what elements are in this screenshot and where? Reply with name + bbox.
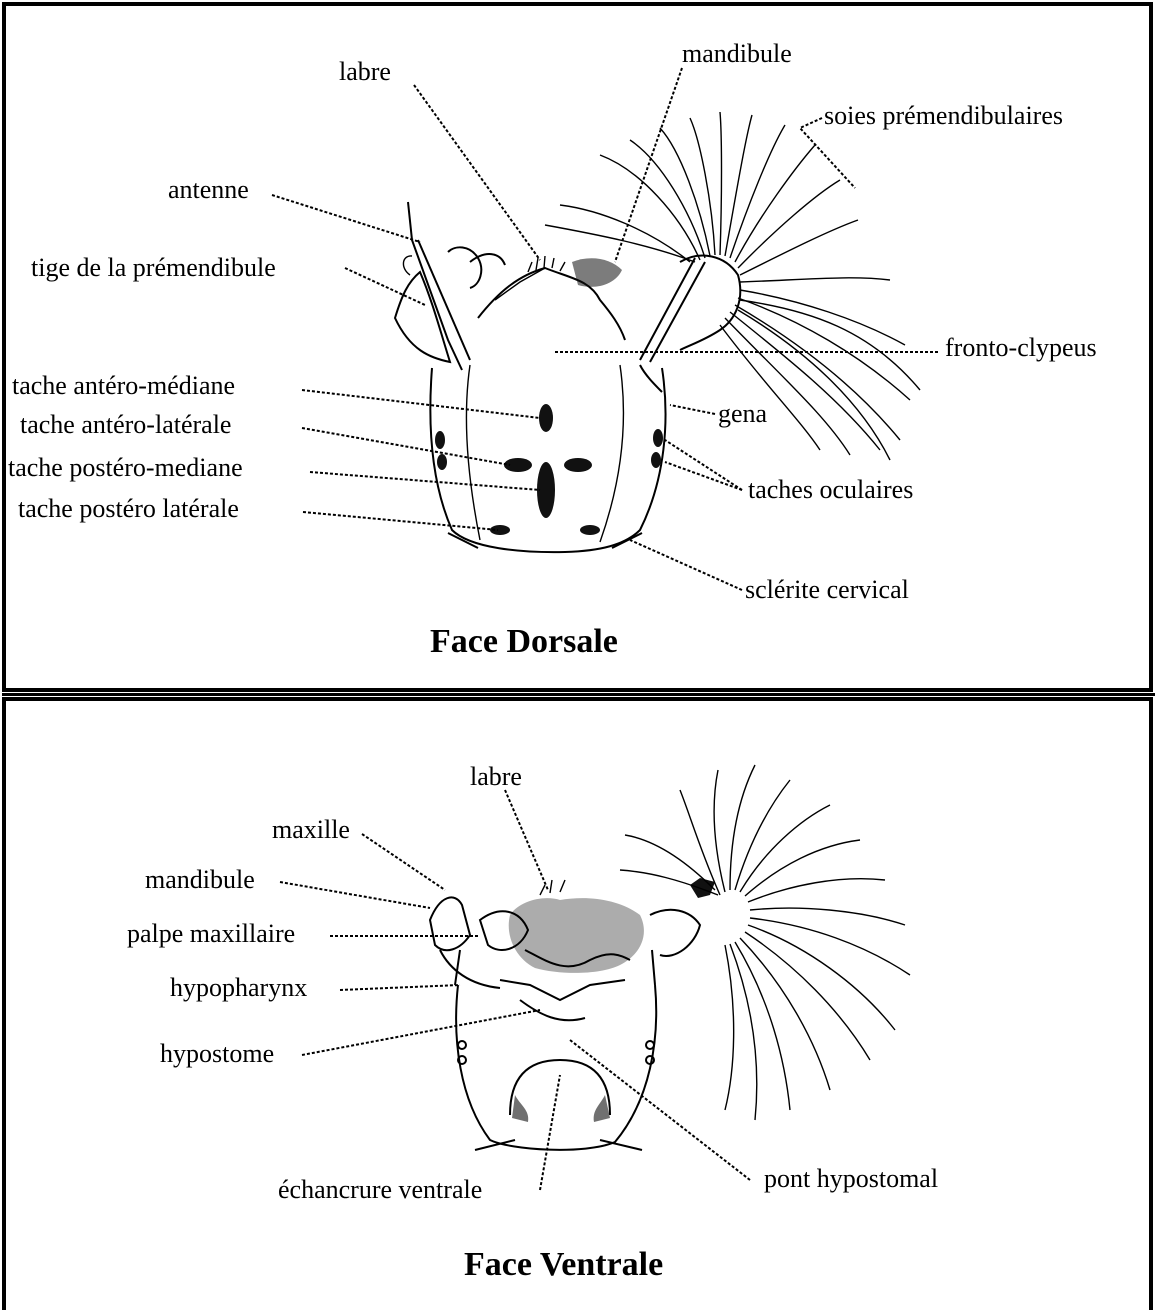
label-labre-ventral: labre <box>470 762 522 791</box>
ventral-title: Face Ventrale <box>464 1246 663 1283</box>
dorsal-title: Face Dorsale <box>430 623 618 660</box>
label-palpe-maxillaire: palpe maxillaire <box>127 919 295 948</box>
ventral-head-drawing <box>430 765 910 1150</box>
label-pont-hypostomal: pont hypostomal <box>764 1164 938 1193</box>
label-echancrure-ventrale: échancrure ventrale <box>278 1175 482 1204</box>
label-gena: gena <box>718 399 768 428</box>
label-tache-antero-laterale: tache antéro-latérale <box>20 410 231 439</box>
ventral-labels: labre maxille mandibule palpe maxillaire… <box>127 762 938 1283</box>
label-tache-antero-mediane: tache antéro-médiane <box>12 371 235 400</box>
label-hypostome: hypostome <box>160 1039 274 1068</box>
label-tache-postero-laterale: tache postéro latérale <box>18 494 239 523</box>
dorsal-labels: labre mandibule soies prémendibulaires a… <box>8 39 1097 660</box>
label-mandibule-dorsal: mandibule <box>682 39 792 68</box>
label-fronto-clypeus: fronto-clypeus <box>945 333 1097 362</box>
label-soies-premandibulaires: soies prémendibulaires <box>824 101 1063 130</box>
label-hypopharynx: hypopharynx <box>170 973 307 1002</box>
label-mandibule-ventral: mandibule <box>145 865 255 894</box>
label-taches-oculaires: taches oculaires <box>748 475 913 504</box>
label-labre-dorsal: labre <box>339 57 391 86</box>
label-sclerite-cervical: sclérite cervical <box>745 575 909 604</box>
dorsal-leader-lines <box>272 68 940 590</box>
ventral-leader-lines <box>280 790 750 1190</box>
label-tache-postero-mediane: tache postéro-mediane <box>8 453 243 482</box>
label-maxille: maxille <box>272 815 350 844</box>
label-tige-premandibule: tige de la prémendibule <box>31 253 276 282</box>
label-antenne: antenne <box>168 175 249 204</box>
